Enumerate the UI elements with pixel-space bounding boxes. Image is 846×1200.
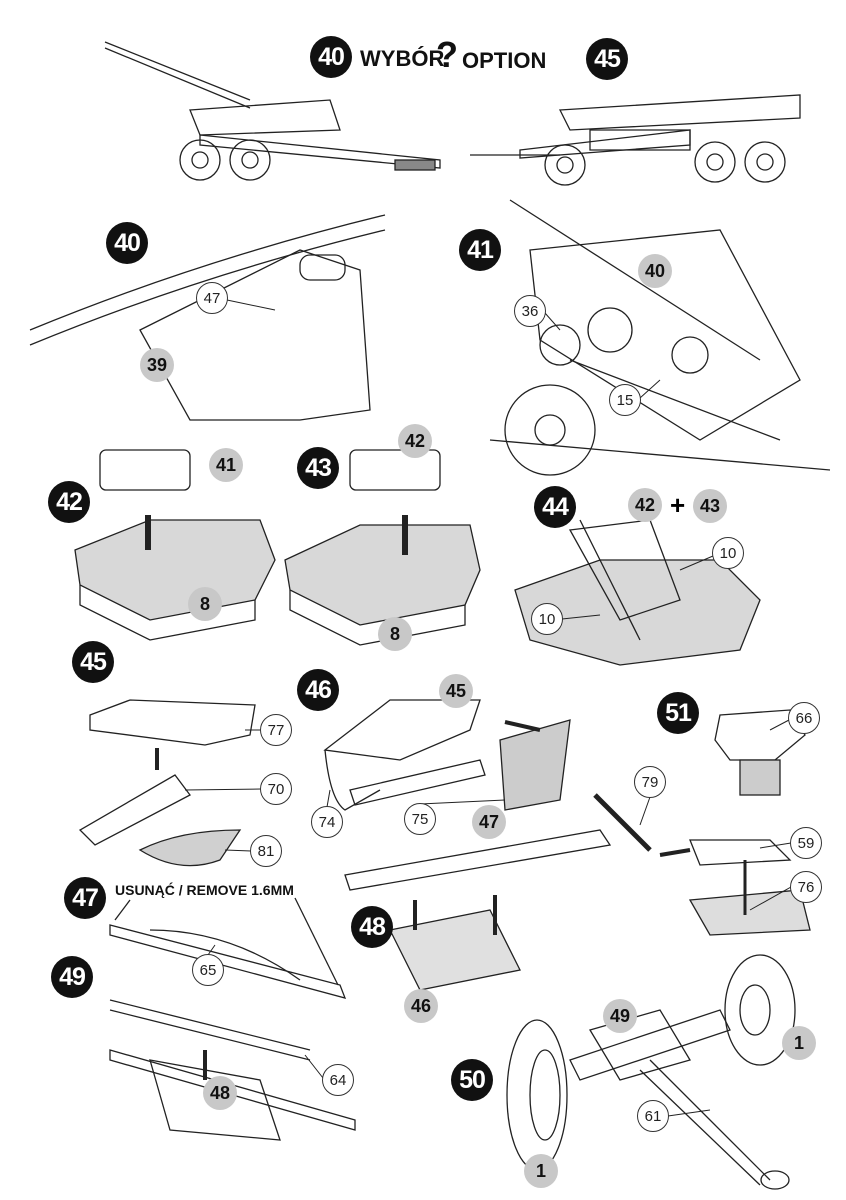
part-15-label: 15 <box>609 384 641 416</box>
part-66-label: 66 <box>788 702 820 734</box>
header-step-40-badge: 40 <box>310 36 352 78</box>
step-49-drawing <box>109 999 356 1141</box>
ref-49-label: 49 <box>603 999 637 1033</box>
part-70-label: 70 <box>260 773 292 805</box>
ref-47-label: 47 <box>472 805 506 839</box>
part-10-label: 10 <box>531 603 563 635</box>
step-49-badge: 49 <box>51 956 93 998</box>
header-step-45-badge: 45 <box>586 38 628 80</box>
ref-42-label: 42 <box>628 488 662 522</box>
step-50-drawing <box>506 954 796 1190</box>
part-79-label: 79 <box>634 766 666 798</box>
part-10-label: 10 <box>712 537 744 569</box>
step-50-badge: 50 <box>451 1059 493 1101</box>
gun-travel-position-drawing <box>470 94 801 186</box>
step-45-drawing <box>78 699 256 867</box>
ref-48-label: 48 <box>203 1076 237 1110</box>
ref-45-label: 45 <box>439 674 473 708</box>
part-81-label: 81 <box>250 835 282 867</box>
step-44-drawing <box>514 519 761 666</box>
ref-8-label: 8 <box>188 587 222 621</box>
step-47-drawing <box>109 897 347 999</box>
gun-firing-position-drawing <box>104 41 441 181</box>
header-choice-en: OPTION <box>462 48 547 73</box>
step-46-badge: 46 <box>297 669 339 711</box>
step-43-badge: 43 <box>297 447 339 489</box>
ref-46-label: 46 <box>404 989 438 1023</box>
remove-note: USUNĄĆ / REMOVE 1.6MM <box>115 882 294 898</box>
step-48-badge: 48 <box>351 906 393 948</box>
ref-39-label: 39 <box>140 348 174 382</box>
part-59-label: 59 <box>790 827 822 859</box>
step-51-badge: 51 <box>657 692 699 734</box>
ref-1-label: 1 <box>782 1026 816 1060</box>
part-47-label: 47 <box>196 282 228 314</box>
part-74-label: 74 <box>311 806 343 838</box>
part-36-label: 36 <box>514 295 546 327</box>
leader-lines <box>184 299 792 1117</box>
step-42-drawing <box>74 449 276 641</box>
step-40-badge: 40 <box>106 222 148 264</box>
ref-8-label: 8 <box>378 617 412 651</box>
header-choice-pl: WYBÓR <box>360 46 445 71</box>
ref-40-label: 40 <box>638 254 672 288</box>
part-77-label: 77 <box>260 714 292 746</box>
step-41-badge: 41 <box>459 229 501 271</box>
ref-41-label: 41 <box>209 448 243 482</box>
step-46-drawing <box>323 699 571 811</box>
step-42-badge: 42 <box>48 481 90 523</box>
plus-sign: + <box>670 490 686 520</box>
part-64-label: 64 <box>322 1064 354 1096</box>
part-65-label: 65 <box>192 954 224 986</box>
step-43-drawing <box>284 449 481 646</box>
ref-42-label: 42 <box>398 424 432 458</box>
ref-1-label: 1 <box>524 1154 558 1188</box>
step-40-drawing <box>29 214 386 421</box>
part-75-label: 75 <box>404 803 436 835</box>
step-44-badge: 44 <box>534 486 576 528</box>
step-51-drawing <box>593 709 811 936</box>
step-48-drawing <box>344 829 612 991</box>
step-47-badge: 47 <box>64 877 106 919</box>
step-41-drawing <box>489 199 831 476</box>
step-45-badge: 45 <box>72 641 114 683</box>
part-61-label: 61 <box>637 1100 669 1132</box>
part-76-label: 76 <box>790 871 822 903</box>
ref-43-label: 43 <box>693 489 727 523</box>
header-question-mark: ? <box>436 34 458 75</box>
